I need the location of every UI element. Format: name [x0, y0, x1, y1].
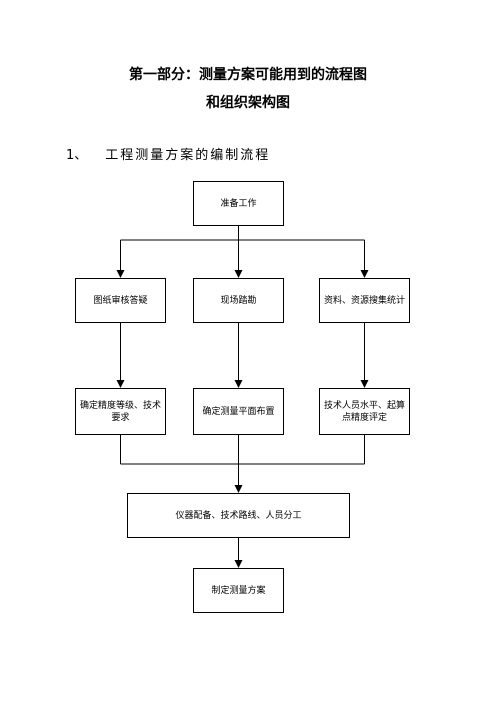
flow-box-preparation: 准备工作	[193, 181, 284, 226]
flow-box-label: 技术人员水平、起算点精度评定	[324, 400, 406, 423]
section-heading: 1、 工程测量方案的编制流程	[66, 144, 270, 163]
flow-box-accuracy-requirements: 确定精度等级、技术要求	[75, 388, 166, 435]
flow-box-label: 图纸审核答疑	[93, 295, 148, 306]
flow-box-label: 确定测量平面布置	[202, 406, 275, 417]
section-number: 1、	[66, 148, 88, 163]
flow-box-final-plan: 制定测量方案	[193, 568, 284, 613]
flow-box-label: 准备工作	[220, 198, 257, 209]
flow-box-staff-evaluation: 技术人员水平、起算点精度评定	[319, 388, 410, 435]
flow-box-drawing-review: 图纸审核答疑	[75, 278, 166, 323]
flow-box-label: 仪器配备、技术路线、人员分工	[175, 510, 302, 521]
document-title-line-2: 和组织架构图	[206, 95, 290, 111]
document-title-line-1: 第一部分：测量方案可能用到的流程图	[129, 67, 367, 83]
flow-box-instrument-allocation: 仪器配备、技术路线、人员分工	[127, 493, 350, 538]
flow-box-label: 现场踏勘	[220, 295, 257, 306]
flow-box-plane-layout: 确定测量平面布置	[193, 388, 284, 435]
flow-box-label: 制定测量方案	[211, 585, 266, 596]
flow-box-site-survey: 现场踏勘	[193, 278, 284, 323]
flow-box-label: 资料、资源搜集统计	[324, 295, 406, 306]
flow-box-data-collection: 资料、资源搜集统计	[319, 278, 410, 323]
flow-box-label: 确定精度等级、技术要求	[80, 400, 162, 423]
section-title: 工程测量方案的编制流程	[105, 148, 271, 163]
